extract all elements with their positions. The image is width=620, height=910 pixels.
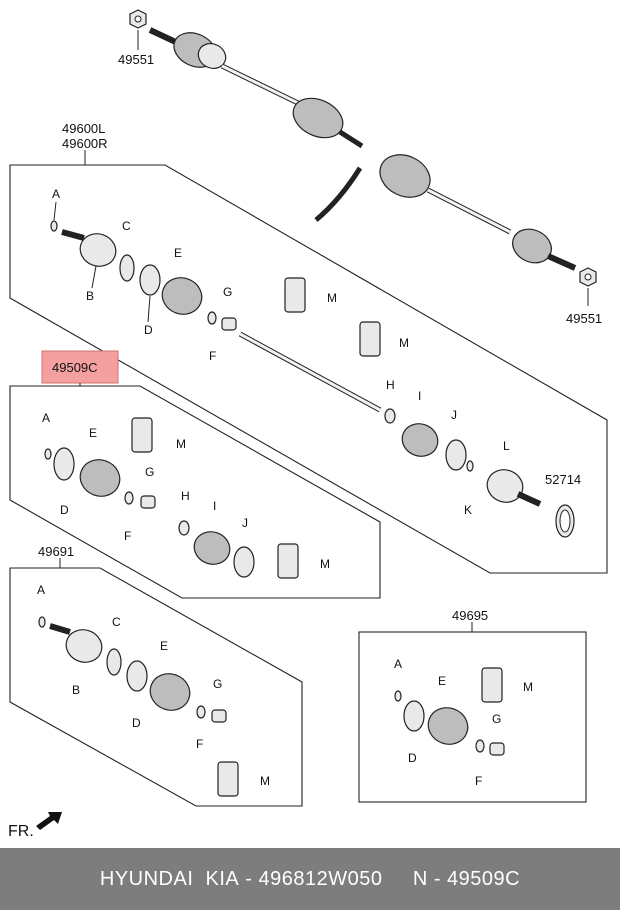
label-d: D — [144, 323, 153, 337]
footer-bar: HYUNDAI KIA - 496812W050 N - 49509C — [0, 848, 620, 910]
label-i: I — [418, 389, 421, 403]
part-number-49600l: 49600L — [62, 121, 105, 136]
kit-49695-parts: A D E F G M — [394, 657, 533, 788]
label-f-4: F — [475, 774, 482, 788]
label-d-4: D — [408, 751, 417, 765]
label-j: J — [451, 408, 457, 422]
grease-m1 — [284, 277, 306, 313]
label-m-3: M — [176, 437, 186, 451]
label-d-2: D — [60, 503, 69, 517]
kit-49691-parts: A B C D E F G M — [37, 583, 270, 797]
label-h-2: H — [181, 489, 190, 503]
label-f-3: F — [196, 737, 203, 751]
ring-k — [466, 460, 474, 472]
label-f: F — [209, 349, 216, 363]
kit-box-49695 — [358, 631, 587, 803]
label-a-4: A — [394, 657, 402, 671]
label-k: K — [464, 503, 472, 517]
grease-m2 — [359, 321, 381, 357]
part-number-49551-top: 49551 — [118, 52, 154, 67]
label-e-4: E — [438, 674, 446, 688]
kit-box-49600 — [9, 164, 608, 574]
boot-i — [401, 423, 439, 457]
clamp-ring-c — [119, 254, 135, 282]
label-e: E — [174, 246, 182, 260]
footer-diagram-number: N - 49509C — [412, 867, 521, 890]
label-c-2: C — [112, 615, 121, 629]
label-b: B — [86, 289, 94, 303]
fr-label: FR. — [8, 823, 34, 840]
kit-box-49691 — [9, 567, 303, 807]
kit-box-49509c — [9, 385, 381, 599]
label-a: A — [52, 187, 60, 201]
front-arrow-icon — [36, 812, 62, 830]
label-m-5: M — [260, 774, 270, 788]
band-d — [139, 264, 161, 296]
label-f-2: F — [124, 529, 131, 543]
label-j-2: J — [242, 516, 248, 530]
label-l: L — [503, 439, 510, 453]
part-number-49551-right: 49551 — [566, 311, 602, 326]
parts-diagram: 49551 49551 49600L 49600R A B C D E F G … — [8, 9, 608, 840]
label-a-3: A — [37, 583, 45, 597]
label-h: H — [386, 378, 395, 392]
footer-gap — [383, 868, 413, 891]
footer-part-number: 496812W050 — [258, 867, 383, 890]
part-number-49600r: 49600R — [62, 136, 108, 151]
label-e-2: E — [89, 426, 97, 440]
ring-f — [207, 311, 217, 325]
highlight-49509c — [41, 350, 119, 384]
part-number-49695: 49695 — [452, 608, 488, 623]
label-g-4: G — [492, 712, 501, 726]
label-m2: M — [399, 336, 409, 350]
clip-g — [221, 317, 237, 331]
drive-shaft-assembly — [129, 9, 597, 306]
label-b-2: B — [72, 683, 80, 697]
kit-49509c-parts: A D E F G M H I J M — [42, 411, 330, 579]
label-m-6: M — [523, 680, 533, 694]
part-number-52714: 52714 — [545, 472, 581, 487]
part-number-49691: 49691 — [38, 544, 74, 559]
footer-brand: HYUNDAI KIA — [99, 867, 240, 890]
ring-h — [384, 408, 396, 424]
band-j — [445, 439, 467, 471]
label-a-2: A — [42, 411, 50, 425]
part-number-49509c: 49509C — [52, 360, 98, 375]
label-m1: M — [327, 291, 337, 305]
label-g-2: G — [145, 465, 154, 479]
snap-ring — [50, 220, 58, 232]
label-g: G — [223, 285, 232, 299]
footer-sep-1: - — [239, 867, 259, 890]
label-c: C — [122, 219, 131, 233]
label-d-3: D — [132, 716, 141, 730]
kit-49600-parts: A B C D E F G M M H I — [50, 187, 581, 538]
outer-joint — [79, 233, 117, 267]
label-g-3: G — [213, 677, 222, 691]
inner-joint-l — [486, 469, 524, 503]
label-i-2: I — [213, 499, 216, 513]
label-m-4: M — [320, 557, 330, 571]
label-e-3: E — [160, 639, 168, 653]
boot-e — [161, 277, 203, 315]
